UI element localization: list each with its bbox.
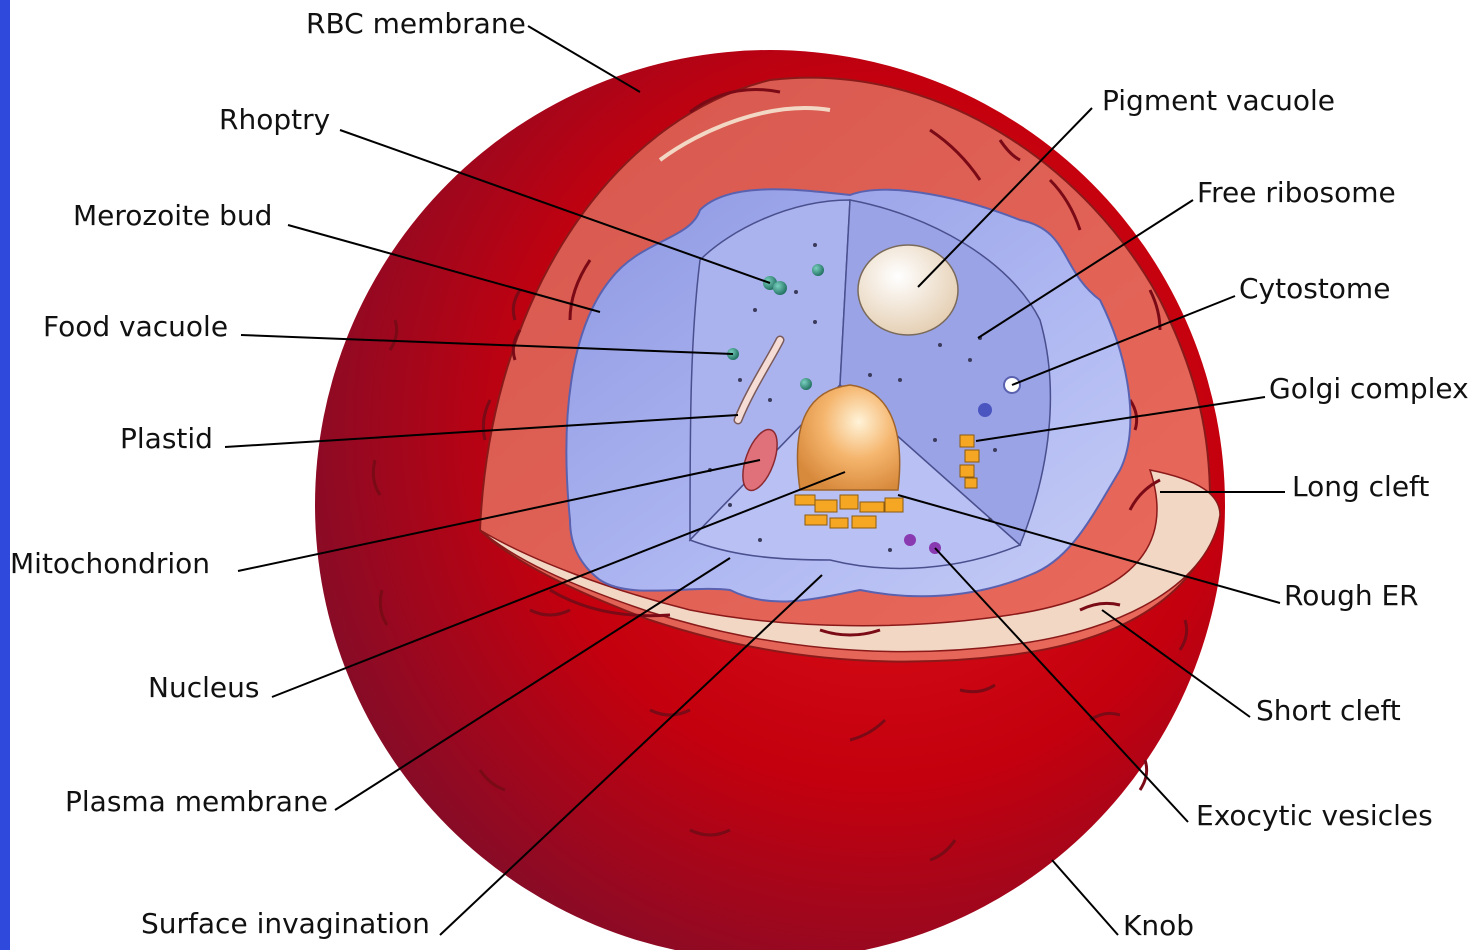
label-rhoptry: Rhoptry — [219, 103, 330, 136]
label-long-cleft: Long cleft — [1292, 470, 1429, 503]
rbc-cell-diagram: RBC membrane Rhoptry Merozoite bud Food … — [10, 0, 1484, 950]
diagram-canvas: RBC membrane Rhoptry Merozoite bud Food … — [10, 0, 1484, 950]
label-mitochondrion: Mitochondrion — [10, 547, 210, 580]
label-golgi-complex: Golgi complex — [1269, 372, 1469, 405]
label-pigment-vacuole: Pigment vacuole — [1102, 84, 1335, 117]
label-cytostome: Cytostome — [1239, 272, 1390, 305]
label-plasma-membrane: Plasma membrane — [65, 785, 328, 818]
label-food-vacuole: Food vacuole — [43, 310, 228, 343]
label-short-cleft: Short cleft — [1256, 694, 1401, 727]
label-rough-er: Rough ER — [1284, 579, 1419, 612]
label-merozoite-bud: Merozoite bud — [73, 199, 272, 232]
label-knob: Knob — [1123, 909, 1194, 942]
label-rbc-membrane: RBC membrane — [306, 7, 526, 40]
label-nucleus: Nucleus — [148, 671, 259, 704]
label-exocytic-vesicles: Exocytic vesicles — [1196, 799, 1433, 832]
pigment-vacuole — [858, 245, 958, 335]
label-surface-invagination: Surface invagination — [141, 907, 430, 940]
label-plastid: Plastid — [120, 422, 213, 455]
label-free-ribosome: Free ribosome — [1197, 176, 1396, 209]
